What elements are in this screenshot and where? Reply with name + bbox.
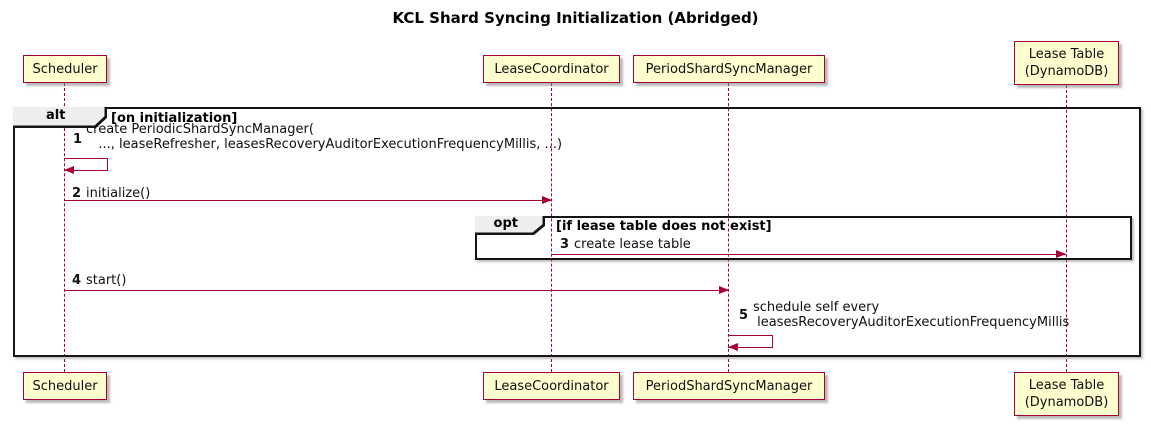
participant-label: Lease Table (DynamoDB)	[1024, 47, 1109, 79]
alt-frame-operator-tab: alt	[13, 107, 107, 128]
diagram-title: KCL Shard Syncing Initialization (Abridg…	[392, 9, 759, 27]
message-1-arrowhead-icon	[64, 166, 74, 174]
message-4-arrowhead-icon	[719, 286, 729, 294]
participant-lease-table-top: Lease Table (DynamoDB)	[1014, 41, 1119, 85]
message-1-number: 1	[73, 132, 83, 147]
message-3-arrow-line	[551, 254, 1066, 255]
participant-lease-coordinator-bottom: LeaseCoordinator	[483, 372, 620, 400]
message-1-text: create PeriodicShardSyncManager( ..., le…	[86, 122, 563, 152]
opt-frame: opt [if lease table does not exist]	[475, 216, 1132, 260]
message-3-number: 3	[560, 237, 570, 252]
participant-scheduler-bottom: Scheduler	[23, 372, 107, 400]
participant-scheduler-top: Scheduler	[23, 55, 107, 83]
lifeline-scheduler	[64, 83, 65, 372]
message-2-arrowhead-icon	[542, 196, 552, 204]
message-4-arrow-line	[64, 290, 729, 291]
participant-lease-coordinator-top: LeaseCoordinator	[483, 55, 620, 83]
participant-label: LeaseCoordinator	[494, 378, 609, 394]
message-1-self-arrow	[64, 158, 108, 171]
message-5-self-arrow	[728, 335, 773, 348]
alt-frame: alt [on initialization]	[13, 107, 1141, 357]
lifeline-period-shard-sync-manager	[728, 83, 729, 372]
participant-label: PeriodShardSyncManager	[645, 378, 813, 394]
message-3-arrowhead-icon	[1056, 250, 1066, 258]
message-4-number: 4	[72, 273, 82, 288]
lifeline-lease-table	[1066, 85, 1067, 372]
participant-lease-table-bottom: Lease Table (DynamoDB)	[1014, 372, 1119, 416]
message-3-text: create lease table	[574, 237, 691, 252]
opt-frame-operator-tab: opt	[475, 216, 545, 235]
alt-operator-label: alt	[46, 107, 66, 123]
message-4-text: start()	[86, 273, 127, 288]
message-5-text: schedule self every leasesRecoveryAudito…	[753, 300, 1070, 330]
participant-label: PeriodShardSyncManager	[645, 61, 813, 77]
message-5-arrowhead-icon	[728, 343, 738, 351]
opt-operator-label: opt	[493, 215, 518, 231]
participant-label: Lease Table (DynamoDB)	[1024, 378, 1109, 410]
participant-period-shard-sync-manager-bottom: PeriodShardSyncManager	[633, 372, 825, 400]
participant-label: Scheduler	[32, 378, 98, 394]
participant-period-shard-sync-manager-top: PeriodShardSyncManager	[633, 55, 825, 83]
alt-condition-label: [on initialization]	[111, 111, 238, 126]
message-5-number: 5	[739, 308, 749, 323]
message-2-text: initialize()	[86, 186, 151, 201]
message-2-arrow-line	[64, 200, 552, 201]
opt-condition-label: [if lease table does not exist]	[556, 219, 772, 234]
participant-label: Scheduler	[32, 61, 98, 77]
lifeline-lease-coordinator	[551, 83, 552, 372]
message-2-number: 2	[72, 186, 82, 201]
participant-label: LeaseCoordinator	[494, 61, 609, 77]
